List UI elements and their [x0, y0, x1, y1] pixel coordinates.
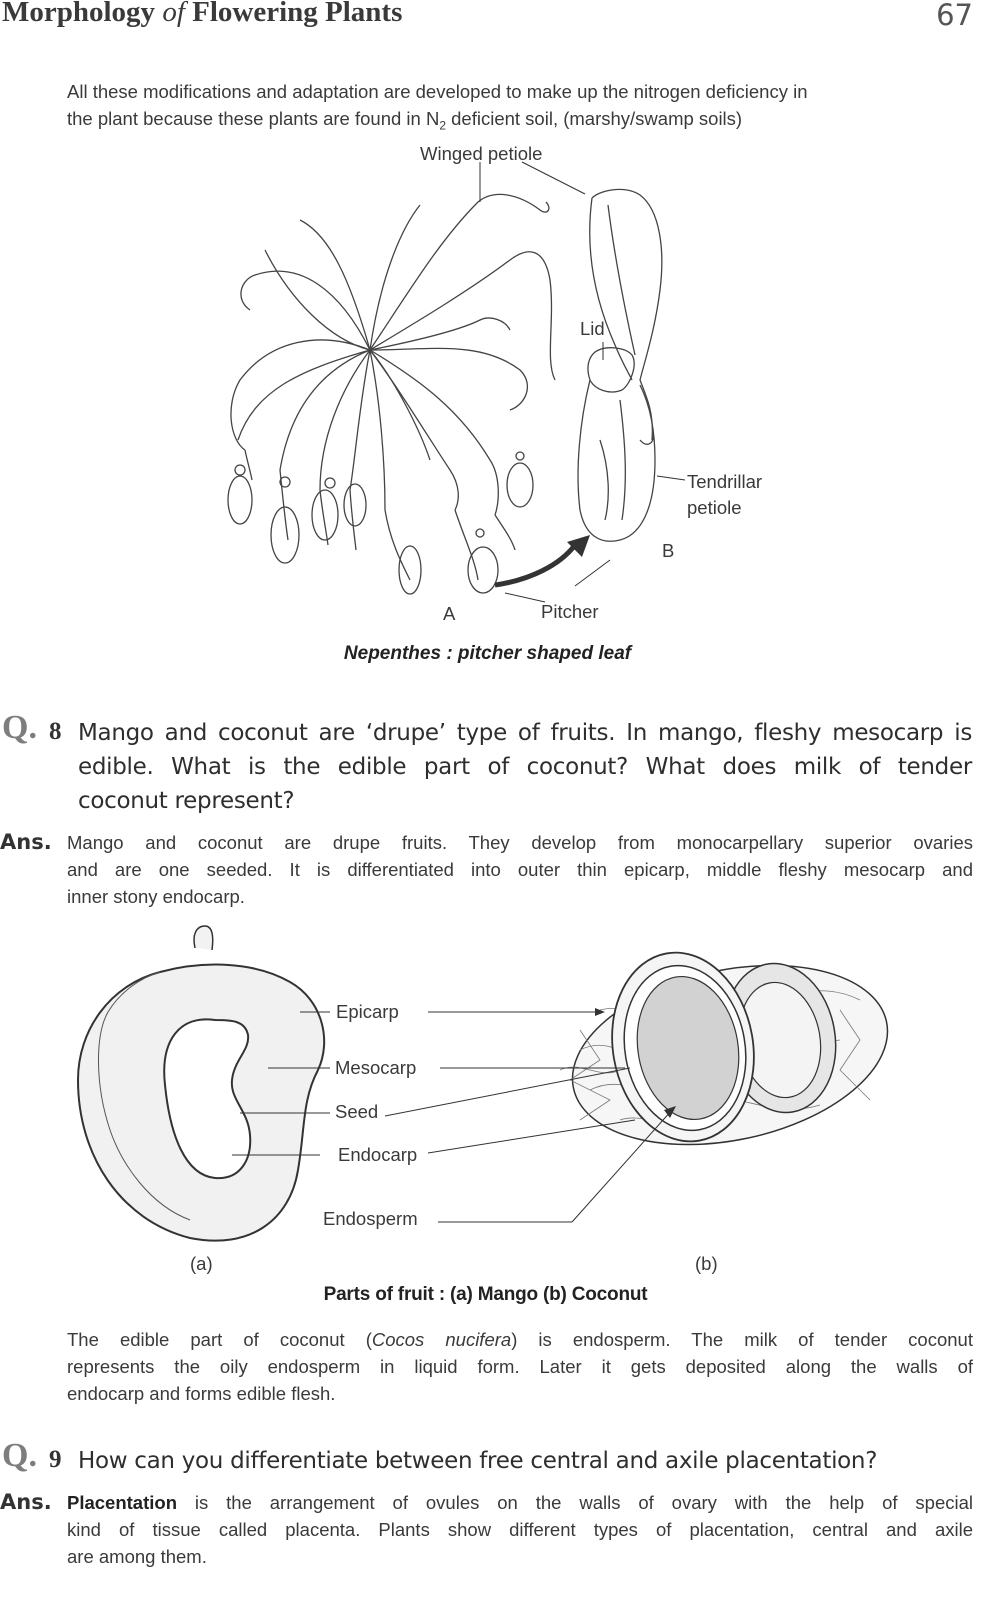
- q8-cont-line-1-before: The edible part of coconut (: [67, 1329, 372, 1350]
- label-epicarp: Epicarp: [336, 1001, 399, 1022]
- intro-line-2-before: the plant because these plants are found…: [67, 108, 440, 129]
- label-petiole: petiole: [687, 497, 742, 518]
- mango-drawing: [76, 925, 326, 1242]
- label-tendrillar: Tendrillar: [687, 471, 763, 492]
- label-a: A: [443, 603, 456, 624]
- intro-subscript: 2: [439, 118, 446, 133]
- q8-ans-line-2: and are one seeded. It is differentiated…: [67, 859, 973, 880]
- q8-question: Mango and coconut are ‘drupe’ type of fr…: [78, 716, 972, 818]
- figure2-caption: Parts of fruit : (a) Mango (b) Coconut: [0, 1284, 999, 1306]
- figure1-caption: Nepenthes : pitcher shaped leaf: [0, 643, 999, 665]
- q9-ans-line-1: Placentation is the arrangement of ovule…: [67, 1489, 973, 1516]
- q9-ans-line-3: are among them.: [67, 1546, 207, 1567]
- figure2-caption-text: Parts of fruit : (a) Mango (b) Coconut: [323, 1284, 648, 1305]
- q9-ans-label: Ans.: [0, 1490, 52, 1514]
- q8-cont-line-2: represents the oily endosperm in liquid …: [67, 1356, 973, 1377]
- q8-line-1: Mango and coconut are ‘drupe’ type of fr…: [78, 720, 972, 746]
- q9-answer: Placentation is the arrangement of ovule…: [67, 1489, 973, 1570]
- q9-ans-line-2: kind of tissue called placenta. Plants s…: [67, 1519, 973, 1540]
- term-placentation: Placentation: [67, 1492, 177, 1513]
- intro-line-1: All these modifications and adaptation a…: [67, 81, 808, 102]
- q8-number: 8: [49, 718, 62, 745]
- intro-paragraph: All these modifications and adaptation a…: [67, 78, 973, 140]
- label-pitcher: Pitcher: [541, 601, 599, 622]
- q8-answer-continued: The edible part of coconut (Cocos nucife…: [67, 1326, 973, 1407]
- label-endosperm: Endosperm: [323, 1208, 418, 1229]
- q8-line-2: edible. What is the edible part of cocon…: [78, 754, 972, 780]
- intro-line-2-after: deficient soil, (marshy/swamp soils): [446, 108, 743, 129]
- q8-ans-line-3: inner stony endocarp.: [67, 886, 245, 907]
- label-seed: Seed: [335, 1101, 379, 1122]
- q9-question: How can you differentiate between free c…: [78, 1448, 878, 1474]
- q8-cont-line-1: The edible part of coconut (Cocos nucife…: [67, 1326, 973, 1353]
- label-coconut-b: (b): [695, 1253, 718, 1274]
- page-number: 67: [936, 0, 973, 32]
- q8-mark: Q.: [2, 709, 37, 746]
- label-mesocarp: Mesocarp: [335, 1057, 417, 1078]
- q8-ans-label: Ans.: [0, 830, 52, 854]
- q8-answer: Mango and coconut are drupe fruits. They…: [67, 829, 973, 910]
- label-b: B: [662, 540, 675, 561]
- chapter-title-of: of: [162, 0, 185, 28]
- q9-number: 9: [49, 1446, 62, 1473]
- label-mango-a: (a): [190, 1253, 213, 1274]
- q8-cont-line-1-after: ) is endosperm. The milk of tender cocon…: [511, 1329, 973, 1350]
- q8-line-3: coconut represent?: [78, 788, 295, 814]
- nepenthes-illustration: [227, 161, 686, 603]
- scientific-name: Cocos nucifera: [371, 1329, 512, 1350]
- chapter-title: Morphology of Flowering Plants: [2, 0, 402, 29]
- chapter-title-part1: Morphology: [2, 0, 163, 28]
- chapter-title-part2: Flowering Plants: [184, 0, 403, 28]
- label-winged-petiole: Winged petiole: [420, 143, 543, 164]
- q9-mark: Q.: [2, 1437, 37, 1474]
- intro-line-2: the plant because these plants are found…: [67, 105, 973, 140]
- coconut-drawing: [559, 951, 889, 1146]
- figure1-caption-text: Nepenthes : pitcher shaped leaf: [343, 643, 632, 664]
- q8-cont-line-3: endocarp and forms edible flesh.: [67, 1383, 336, 1404]
- q8-ans-line-1: Mango and coconut are drupe fruits. They…: [67, 832, 973, 853]
- q9-ans-line-1-rest: is the arrangement of ovules on the wall…: [177, 1492, 973, 1513]
- fruit-illustration: [76, 925, 889, 1242]
- label-endocarp: Endocarp: [338, 1144, 418, 1165]
- label-lid: Lid: [580, 318, 605, 339]
